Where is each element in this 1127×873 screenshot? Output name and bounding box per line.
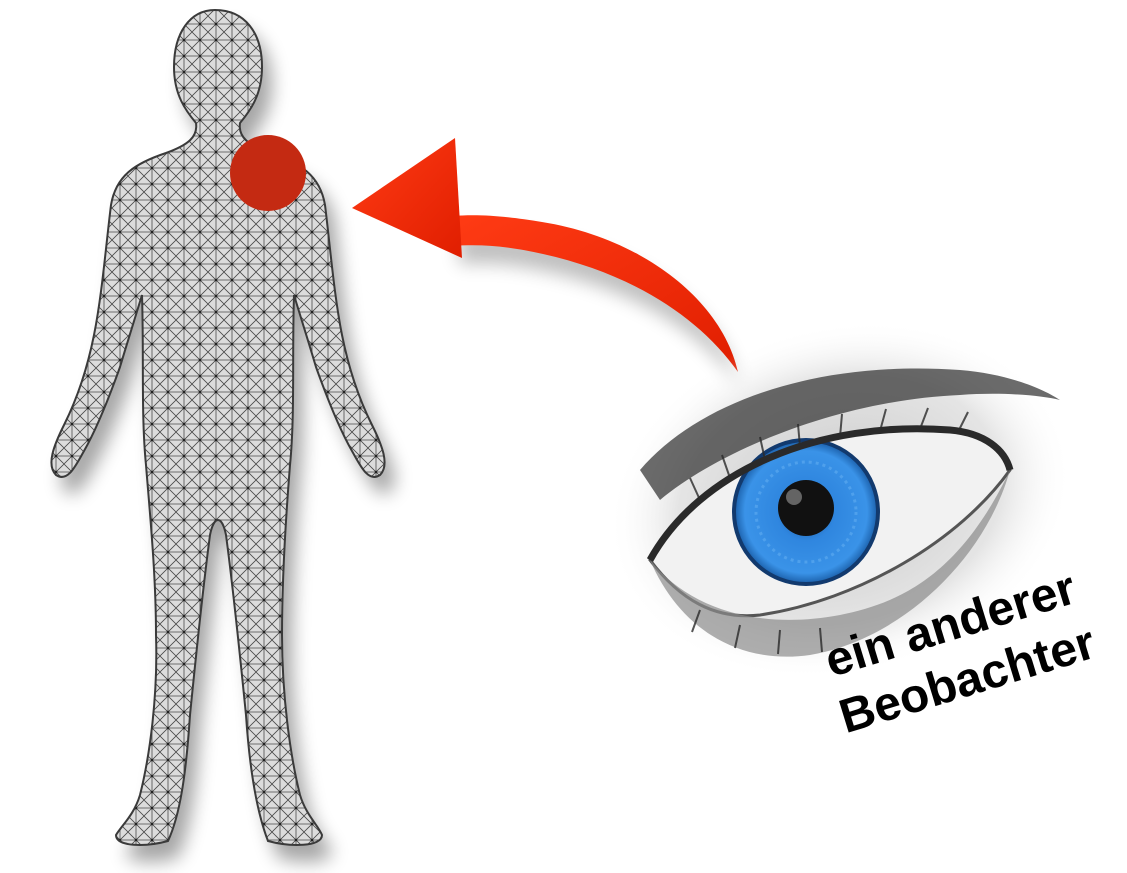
curved-red-arrow-icon xyxy=(352,138,739,386)
red-spot-on-shoulder xyxy=(230,135,306,211)
human-body-mesh-icon xyxy=(51,10,394,862)
